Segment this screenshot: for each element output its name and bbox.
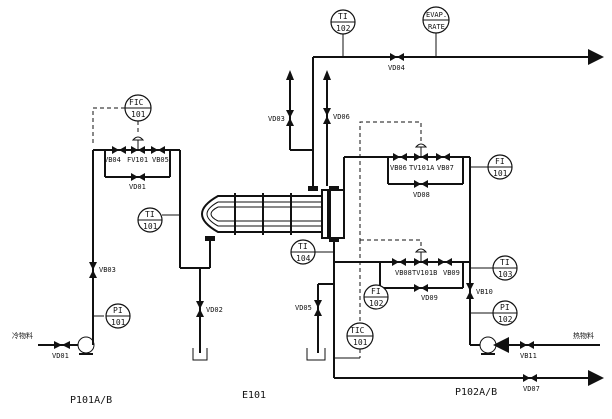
valve-vd09-label: VD09 <box>421 294 438 302</box>
valve-vd05[interactable] <box>314 300 322 316</box>
fic101-measure <box>92 107 125 145</box>
valve-vb08[interactable] <box>392 258 406 266</box>
valve-vb04[interactable] <box>112 146 126 154</box>
valve-vd03-label: VD03 <box>268 115 285 123</box>
valve-vd01-label: VD01 <box>52 352 69 360</box>
instrument-tic101-tag: TIC <box>350 326 365 335</box>
valve-vd07-label: VD07 <box>523 385 540 393</box>
valve-vd02-label: VD02 <box>206 306 223 314</box>
feed-in-label: 冷物料 <box>12 331 33 340</box>
valve-vb07[interactable] <box>436 153 450 161</box>
valve-vb07-label: VB07 <box>437 164 454 172</box>
e101-drain-nozzle <box>329 237 339 242</box>
heat-exchanger-e101[interactable] <box>201 189 345 239</box>
valve-vb08-label: VB08 <box>395 269 412 277</box>
instrument-evap-line2: RATE <box>428 23 445 31</box>
instrument-ti102-num: 102 <box>336 24 351 33</box>
valve-vb06[interactable] <box>393 153 407 161</box>
valve-vd01[interactable] <box>54 341 70 349</box>
product-out-label: 热物料 <box>573 331 594 340</box>
drain-funnel-right <box>306 348 326 361</box>
tic101-signal-a <box>359 121 422 240</box>
instrument-fic101[interactable]: FIC 101 <box>124 94 152 122</box>
instrument-fi102-tag: FI <box>371 287 381 296</box>
instrument-fi101-num: 101 <box>493 169 508 178</box>
valve-tv101a[interactable] <box>414 143 428 161</box>
instrument-ti103-tag: TI <box>500 258 510 267</box>
valve-vb06-label: VB06 <box>390 164 407 172</box>
label-p101: P101A/B <box>70 395 112 406</box>
instrument-ti102[interactable]: TI 102 <box>330 9 356 35</box>
valve-vd06-label: VD06 <box>333 113 350 121</box>
instrument-tic101-num: 101 <box>353 338 368 347</box>
valve-vd07[interactable] <box>523 374 537 382</box>
instrument-pi102-tag: PI <box>500 303 510 312</box>
valve-tv101b[interactable] <box>414 248 428 266</box>
valve-vb09-label: VB09 <box>443 269 460 277</box>
instrument-evap-rate[interactable]: EVAP. RATE <box>422 6 450 34</box>
instrument-fi102-num: 102 <box>369 299 384 308</box>
instrument-ti103[interactable]: TI 103 <box>492 255 518 281</box>
e101-inlet-nozzle <box>205 236 215 241</box>
instrument-fi102[interactable]: FI 102 <box>363 284 389 310</box>
instrument-pi101-num: 101 <box>111 318 126 327</box>
instrument-fi101-tag: FI <box>495 157 505 166</box>
valve-vd01b-label: VD01 <box>129 183 146 191</box>
valve-vd03[interactable] <box>286 110 294 126</box>
label-p102: P102A/B <box>455 387 497 398</box>
instrument-pi101-tag: PI <box>113 306 123 315</box>
valve-vb04-label: VB04 <box>104 156 121 164</box>
valve-vd04[interactable] <box>390 53 404 61</box>
valve-tv101a-label: TV101A <box>409 164 435 172</box>
valve-fv101-label: FV101 <box>127 156 148 164</box>
label-e101: E101 <box>242 390 266 401</box>
instrument-fic101-num: 101 <box>131 110 146 119</box>
valve-vd09-bypass[interactable] <box>414 284 428 292</box>
tic101-signal-b <box>360 239 422 246</box>
valve-vb11[interactable] <box>520 341 534 349</box>
instrument-pi102-num: 102 <box>498 315 513 324</box>
valve-vd05-label: VD05 <box>295 304 312 312</box>
valve-vb05-label: VB05 <box>152 156 169 164</box>
e101-outlet-nozzle <box>329 186 339 191</box>
valve-vb10-label: VB10 <box>476 288 493 296</box>
instrument-ti101[interactable]: TI 101 <box>137 207 163 233</box>
instrument-tic101[interactable]: TIC 101 <box>346 322 374 350</box>
valve-tv101b-label: TV101B <box>412 269 437 277</box>
valve-fv101[interactable] <box>131 136 145 154</box>
instrument-ti104-tag: TI <box>298 242 308 251</box>
instrument-pi101[interactable]: PI 101 <box>105 303 131 329</box>
valve-vd04-label: VD04 <box>388 64 405 72</box>
valve-vb10[interactable] <box>466 283 474 299</box>
instrument-evap-line1: EVAP. <box>426 11 447 19</box>
instrument-fi101[interactable]: FI 101 <box>487 154 513 180</box>
drain-funnel-left <box>192 348 208 361</box>
valve-vb03-label: VB03 <box>99 266 116 274</box>
pump-p102[interactable] <box>479 336 497 355</box>
valve-vd02[interactable] <box>196 301 204 317</box>
instrument-ti101-num: 101 <box>143 222 158 231</box>
instrument-ti104[interactable]: TI 104 <box>290 239 316 265</box>
instrument-fic101-tag: FIC <box>129 98 144 107</box>
instrument-pi102[interactable]: PI 102 <box>492 300 518 326</box>
valve-vb05[interactable] <box>151 146 165 154</box>
valve-vd08-bypass[interactable] <box>414 180 428 188</box>
instrument-ti104-num: 104 <box>296 254 311 263</box>
valve-vd01-bypass[interactable] <box>131 173 145 181</box>
e101-vent-nozzle <box>308 186 318 191</box>
instrument-ti101-tag: TI <box>145 210 155 219</box>
instrument-ti102-tag: TI <box>338 12 348 21</box>
valve-vb03[interactable] <box>89 262 97 278</box>
valve-vd06[interactable] <box>323 108 331 124</box>
pump-p101[interactable] <box>77 336 95 355</box>
vent-vd06-arrow <box>323 70 331 80</box>
valve-vb09[interactable] <box>438 258 452 266</box>
valve-vd08-label: VD08 <box>413 191 430 199</box>
instrument-ti103-num: 103 <box>498 270 513 279</box>
vent-vd03-arrow <box>286 70 294 80</box>
valve-vb11-label: VB11 <box>520 352 537 360</box>
